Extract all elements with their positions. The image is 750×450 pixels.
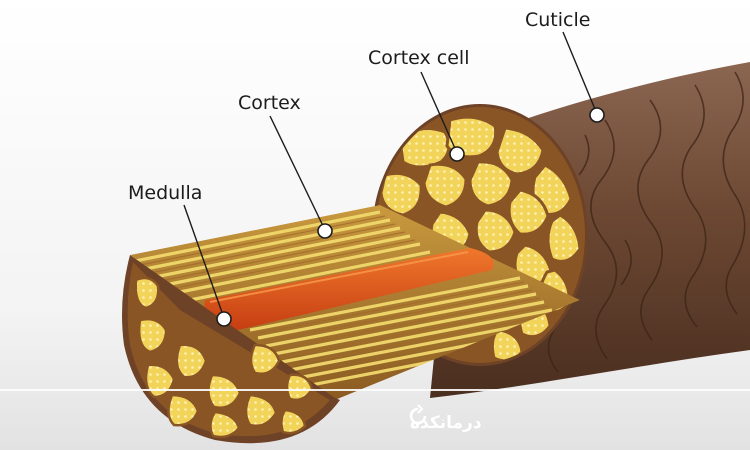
cortex-cell-marker — [449, 146, 465, 162]
label-medulla: Medulla — [128, 182, 202, 204]
label-cortex-cell: Cortex cell — [368, 47, 470, 69]
cortex-cells-front — [127, 262, 330, 439]
label-markers — [216, 107, 605, 327]
medulla-marker — [216, 311, 232, 327]
cuticle-leader — [562, 31, 598, 115]
brand-logo: درمانکده — [409, 404, 482, 433]
circular-arrow-icon — [409, 404, 427, 425]
cortex-marker — [317, 223, 333, 239]
label-cortex: Cortex — [238, 92, 301, 114]
label-cuticle: Cuticle — [525, 9, 590, 31]
cortex-cell-leader — [420, 71, 458, 154]
brand-logo-text: درمانکده — [410, 413, 482, 433]
cortex-leader — [269, 115, 326, 231]
medulla-leader — [183, 204, 225, 319]
leader-lines — [183, 31, 598, 319]
cuticle-marker — [589, 107, 605, 123]
medulla-core — [204, 248, 494, 330]
